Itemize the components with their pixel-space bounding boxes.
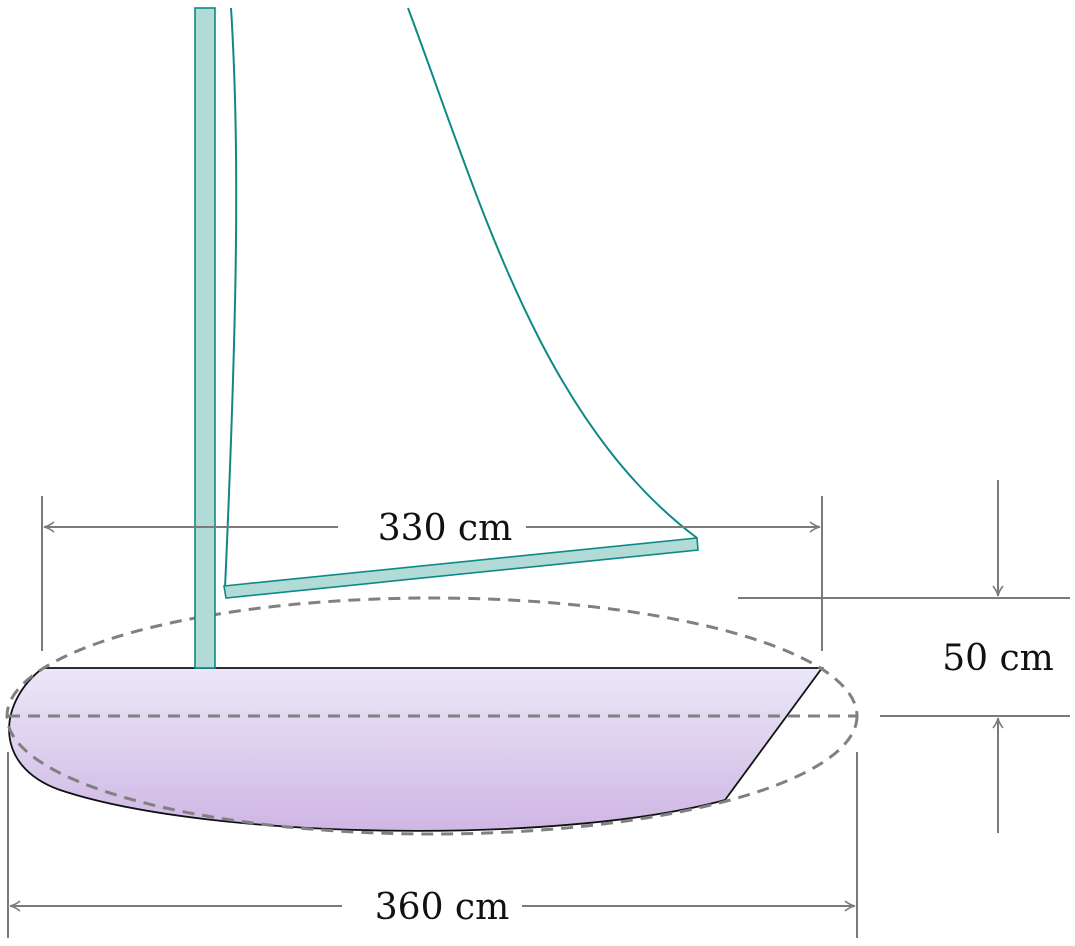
hull-depth-dimension: 50 cm [738, 480, 1070, 833]
hull-depth-label: 50 cm [942, 638, 1054, 679]
boom-dimension-label: 330 cm [378, 508, 512, 549]
sail-leech [407, 7, 698, 539]
hull-length-dimension: 360 cm [7, 752, 858, 938]
sail-luff [224, 7, 238, 589]
boom-dimension: 330 cm [41, 496, 823, 651]
hull-length-label: 360 cm [375, 887, 509, 928]
mast [194, 7, 216, 669]
boom [223, 537, 699, 599]
